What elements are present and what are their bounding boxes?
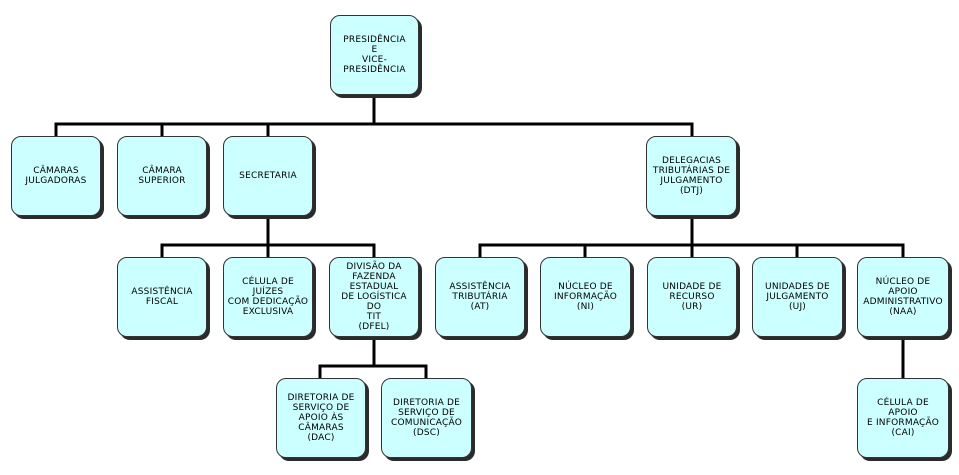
node-dfel: DIVISÃO DA FAZENDA ESTADUAL DE LOGÍSTICA… (329, 257, 419, 337)
node-ni: NÚCLEO DE INFORMAÇÃO (NI) (540, 257, 631, 337)
node-assistencia-fiscal: ASSISTÊNCIA FISCAL (117, 257, 207, 337)
node-dtj: DELEGACIAS TRIBUTÁRIAS DE JULGAMENTO (DT… (646, 136, 737, 216)
node-uj: UNIDADES DE JULGAMENTO (UJ) (752, 257, 843, 337)
node-naa: NÚCLEO DE APOIO ADMINISTRATIVO (NAA) (857, 257, 949, 337)
node-presidencia: PRESIDÊNCIA E VICE-PRESIDÊNCIA (330, 15, 419, 95)
node-dac: DIRETORIA DE SERVIÇO DE APOIO ÀS CÂMARAS… (276, 378, 366, 458)
node-camara-superior: CÂMARA SUPERIOR (117, 136, 207, 216)
node-at: ASSISTÊNCIA TRIBUTÁRIA (AT) (435, 257, 525, 337)
node-cai: CÉLULA DE APOIO E INFORMAÇÃO (CAI) (857, 378, 949, 458)
node-ur: UNIDADE DE RECURSO (UR) (647, 257, 737, 337)
node-dsc: DIRETORIA DE SERVIÇO DE COMUNICAÇÃO (DSC… (381, 378, 472, 458)
node-celula-juizes: CÉLULA DE JUÍZES COM DEDICAÇÃO EXCLUSIVA (223, 257, 313, 337)
node-secretaria: SECRETARIA (223, 136, 313, 216)
node-camaras-julgadoras: CÂMARAS JULGADORAS (11, 136, 101, 216)
